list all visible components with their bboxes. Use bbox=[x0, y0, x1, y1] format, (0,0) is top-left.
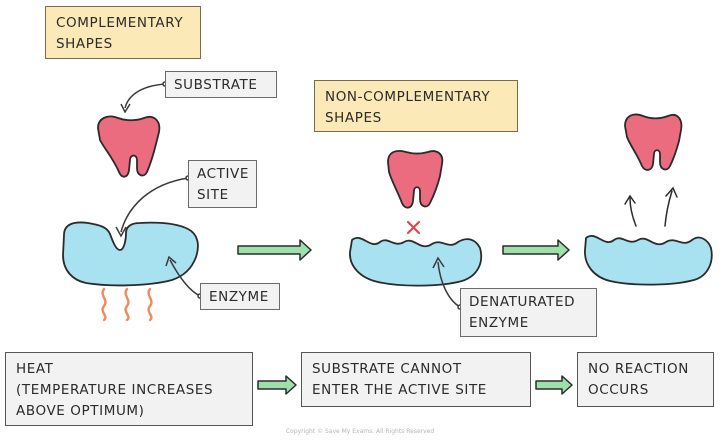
enzyme-label: ENZYME bbox=[200, 283, 280, 310]
substrate-shape-3 bbox=[624, 113, 683, 171]
substrate-pointer bbox=[120, 81, 168, 114]
denatured-enzyme-shape bbox=[349, 237, 483, 287]
flow-step-1-line-2: (TEMPERATURE INCREASES bbox=[16, 382, 214, 398]
flow-step-no-reaction: NO REACTION OCCURS bbox=[577, 352, 714, 407]
flow-step-3-line-2: OCCURS bbox=[588, 382, 649, 398]
flow-arrow-1 bbox=[257, 375, 297, 395]
active-site-label: ACTIVE SITE bbox=[188, 160, 257, 208]
flow-step-3-line-1: NO REACTION bbox=[588, 361, 689, 377]
denaturated-line-2: ENZYME bbox=[469, 315, 529, 331]
release-arrows bbox=[624, 186, 678, 227]
substrate-label-text: SUBSTRATE bbox=[174, 77, 258, 93]
denaturated-enzyme-label: DENATURATED ENZYME bbox=[460, 288, 597, 337]
flow-step-heat: HEAT (TEMPERATURE INCREASES ABOVE OPTIMU… bbox=[5, 352, 253, 426]
enzyme-label-text: ENZYME bbox=[209, 289, 269, 305]
flow-step-1-line-1: HEAT bbox=[16, 361, 54, 377]
substrate-shape-1 bbox=[97, 115, 161, 178]
flow-step-substrate-cannot-enter: SUBSTRATE CANNOT ENTER THE ACTIVE SITE bbox=[301, 352, 531, 407]
denaturated-line-1: DENATURATED bbox=[469, 294, 576, 310]
active-site-line-2: SITE bbox=[197, 187, 229, 203]
enzyme-shape-3 bbox=[584, 235, 713, 286]
complementary-shapes-label: COMPLEMENTARY SHAPES bbox=[45, 6, 201, 59]
complementary-line-2: SHAPES bbox=[56, 36, 113, 52]
active-site-line-1: ACTIVE bbox=[197, 166, 250, 182]
cross-icon bbox=[406, 220, 421, 235]
complementary-line-1: COMPLEMENTARY bbox=[56, 15, 184, 31]
non-complementary-shapes-label: NON-COMPLEMENTARY SHAPES bbox=[314, 80, 518, 132]
substrate-shape-2 bbox=[387, 149, 444, 209]
non-complementary-line-2: SHAPES bbox=[325, 110, 382, 126]
non-complementary-line-1: NON-COMPLEMENTARY bbox=[325, 89, 491, 105]
process-arrow-1 bbox=[237, 239, 312, 261]
substrate-label: SUBSTRATE bbox=[165, 71, 277, 98]
flow-step-1-line-3: ABOVE OPTIMUM) bbox=[16, 403, 145, 419]
flow-step-2-line-1: SUBSTRATE CANNOT bbox=[312, 361, 462, 377]
copyright-notice: Copyright © Save My Exams. All Rights Re… bbox=[285, 428, 435, 435]
enzyme-shape-1 bbox=[62, 221, 199, 287]
flow-arrow-2 bbox=[535, 375, 573, 395]
flow-step-2-line-2: ENTER THE ACTIVE SITE bbox=[312, 382, 487, 398]
process-arrow-2 bbox=[502, 239, 570, 261]
heat-wave-icon bbox=[101, 287, 153, 322]
